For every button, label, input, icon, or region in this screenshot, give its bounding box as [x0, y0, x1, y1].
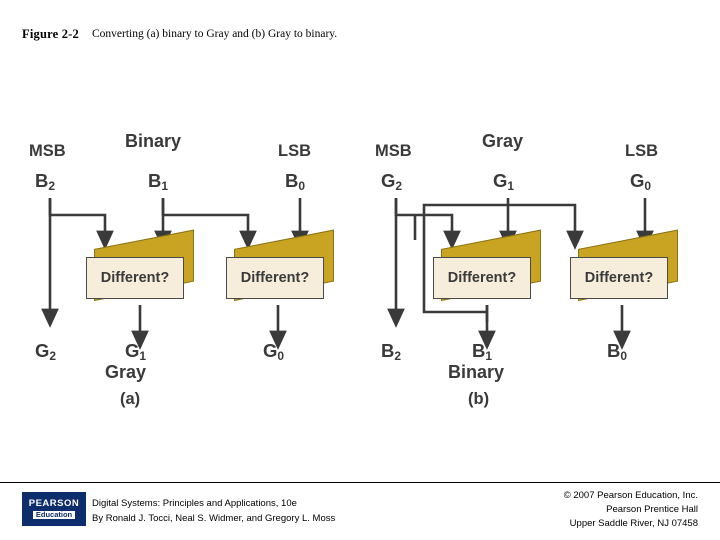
var-sub: 1 — [161, 179, 169, 193]
box-label: Different? — [447, 270, 517, 286]
pearson-logo-line1: PEARSON — [28, 498, 80, 510]
box-face: Different? — [226, 257, 324, 299]
var-name: G — [35, 340, 50, 361]
panel-a-bottom-var-1: G1 — [125, 340, 146, 363]
book-title-line: Digital Systems: Principles and Applicat… — [92, 498, 297, 509]
diagram-connectors — [41, 198, 654, 350]
var-sub: 1 — [139, 349, 147, 363]
panel-a-top-var-1: B1 — [148, 170, 168, 193]
var-name: G — [630, 170, 645, 191]
panel-a-lsb-label: LSB — [278, 142, 311, 160]
var-name: B — [472, 340, 486, 361]
panel-a-top-var-2: B0 — [285, 170, 305, 193]
var-sub: 2 — [394, 349, 402, 363]
var-name: G — [125, 340, 140, 361]
panel-a-top-var-0: B2 — [35, 170, 55, 193]
var-name: B — [285, 170, 299, 191]
var-name: B — [381, 340, 395, 361]
pearson-logo-line2: Education — [32, 511, 76, 519]
panel-b-bottom-var-1: B1 — [472, 340, 492, 363]
copyright-line-2: Pearson Prentice Hall — [606, 504, 698, 515]
var-name: B — [607, 340, 621, 361]
panel-b-bottom-title: Binary — [448, 362, 505, 382]
box-label: Different? — [240, 270, 310, 286]
panel-b-top-var-1: G1 — [493, 170, 514, 193]
panel-a-bottom-var-0: G2 — [35, 340, 56, 363]
box-face: Different? — [570, 257, 668, 299]
copyright-line-3: Upper Saddle River, NJ 07458 — [569, 518, 698, 529]
panel-b-top-var-2: G0 — [630, 170, 651, 193]
var-sub: 1 — [507, 179, 515, 193]
var-sub: 2 — [48, 179, 56, 193]
var-sub: 0 — [298, 179, 306, 193]
footer-divider — [0, 482, 720, 483]
box-label: Different? — [100, 270, 170, 286]
panel-a-msb-label: MSB — [29, 142, 66, 160]
copyright-line-1: © 2007 Pearson Education, Inc. — [563, 490, 698, 501]
panel-b-bottom-var-0: B2 — [381, 340, 401, 363]
panel-a-bottom-var-2: G0 — [263, 340, 284, 363]
panel-b-sublabel: (b) — [468, 390, 490, 408]
var-name: G — [263, 340, 278, 361]
figure-caption: Converting (a) binary to Gray and (b) Gr… — [92, 28, 338, 40]
var-name: G — [381, 170, 396, 191]
var-name: B — [35, 170, 49, 191]
box-face: Different? — [86, 257, 184, 299]
panel-b-top-var-0: G2 — [381, 170, 402, 193]
panel-b-lsb-label: LSB — [625, 142, 658, 160]
var-name: B — [148, 170, 162, 191]
panel-a-sublabel: (a) — [120, 390, 141, 408]
book-author-line: By Ronald J. Tocci, Neal S. Widmer, and … — [92, 513, 336, 524]
panel-b-top-title: Gray — [482, 131, 524, 151]
panel-a-different-box-1: Different? — [226, 229, 334, 301]
panel-b-bottom-var-2: B0 — [607, 340, 627, 363]
figure-label: Figure 2-2 — [22, 27, 79, 41]
box-label: Different? — [584, 270, 654, 286]
box-face: Different? — [433, 257, 531, 299]
panel-a-different-box-0: Different? — [86, 229, 194, 301]
var-sub: 2 — [49, 349, 57, 363]
var-name: G — [493, 170, 508, 191]
var-sub: 0 — [620, 349, 628, 363]
panel-b-different-box-1: Different? — [570, 229, 678, 301]
var-sub: 1 — [485, 349, 493, 363]
panel-a-top-title: Binary — [125, 131, 182, 151]
var-sub: 0 — [644, 179, 652, 193]
panel-a-bottom-title: Gray — [105, 362, 147, 382]
pearson-logo: PEARSON Education — [22, 492, 86, 526]
figure-diagram: MSB Binary LSB B2 B1 B0 Different? Diffe… — [29, 131, 678, 408]
panel-b-different-box-0: Different? — [433, 229, 541, 301]
var-sub: 0 — [277, 349, 285, 363]
var-sub: 2 — [395, 179, 403, 193]
panel-b-msb-label: MSB — [375, 142, 412, 160]
